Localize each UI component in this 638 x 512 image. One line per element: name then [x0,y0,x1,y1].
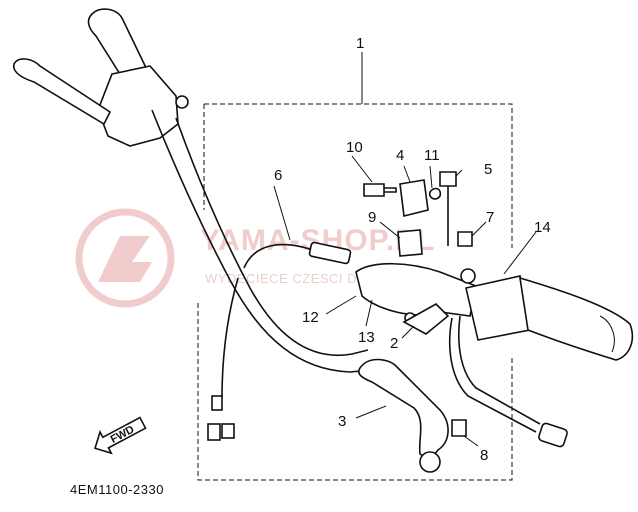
handlebar-tube [151,109,373,373]
callout-14: 14 [534,219,551,236]
callout-4: 4 [396,147,404,164]
switch-part-2 [402,303,450,335]
callout-8: 8 [480,447,488,464]
callout-5: 5 [484,161,492,178]
callout-3: 3 [338,413,346,430]
arrow-icon [94,416,147,455]
callout-6: 6 [274,167,282,184]
watermark-logo-ring [75,208,175,308]
callout-9: 9 [368,209,376,226]
diagram-code: 4EM1100-2330 [70,482,164,497]
callout-13: 13 [358,329,375,346]
lever-holder [355,262,477,335]
callout-7: 7 [486,209,494,226]
callout-12: 12 [302,309,319,326]
callout-11: 11 [424,147,440,164]
forward-direction-arrow: FWD [94,416,147,455]
direction-label: FWD [109,424,137,446]
small-parts [363,171,473,257]
leader-lines [273,52,537,447]
clutch-cable [207,241,352,441]
switch-wire [448,315,568,448]
brake-lever [357,358,449,473]
callout-1: 1 [356,35,364,52]
left-handlebar-grip [12,8,189,147]
callout-10: 10 [346,139,363,156]
watermark-logo-mark [98,236,152,282]
right-handlebar-grip [465,275,634,361]
callout-2: 2 [390,335,398,352]
left-lever [12,58,112,126]
